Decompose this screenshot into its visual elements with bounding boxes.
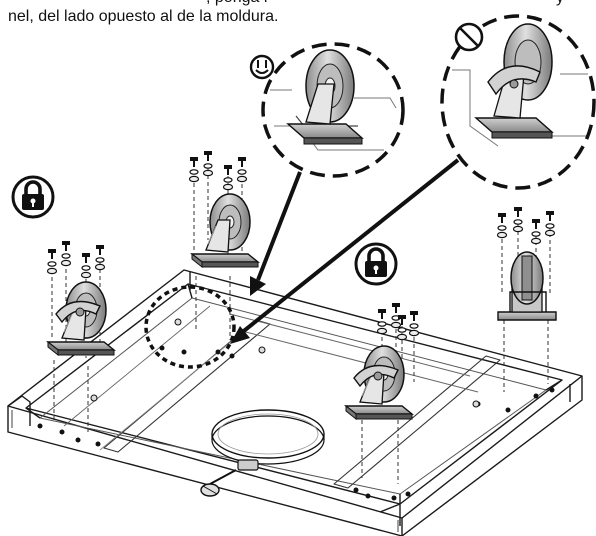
prohibited-icon [454, 22, 484, 52]
drain-knob [200, 459, 259, 497]
caster-rear-right [497, 251, 557, 321]
caster-rear-left [191, 193, 259, 268]
padlock-icon [354, 242, 398, 286]
callout-correct [261, 42, 405, 178]
caption-line1-fragment: , ponga l [206, 0, 267, 9]
bolt-group-rear-right [496, 206, 556, 245]
smiley-icon [249, 54, 275, 80]
caption-line1-right: y [556, 0, 564, 9]
callout-incorrect [440, 14, 596, 190]
caster-front-left [48, 282, 114, 355]
base-frame [7, 269, 583, 536]
arrow-incorrect [230, 158, 460, 344]
padlock-icon [11, 175, 55, 219]
bolt-group-front-left [46, 240, 106, 279]
caption-line2: nel, del lado opuesto al de la moldura. [8, 8, 279, 25]
duct-ring [211, 409, 325, 465]
bolt-group-rear-left [188, 150, 248, 191]
arrow-correct [250, 171, 302, 296]
mount-location-marker [144, 285, 236, 369]
